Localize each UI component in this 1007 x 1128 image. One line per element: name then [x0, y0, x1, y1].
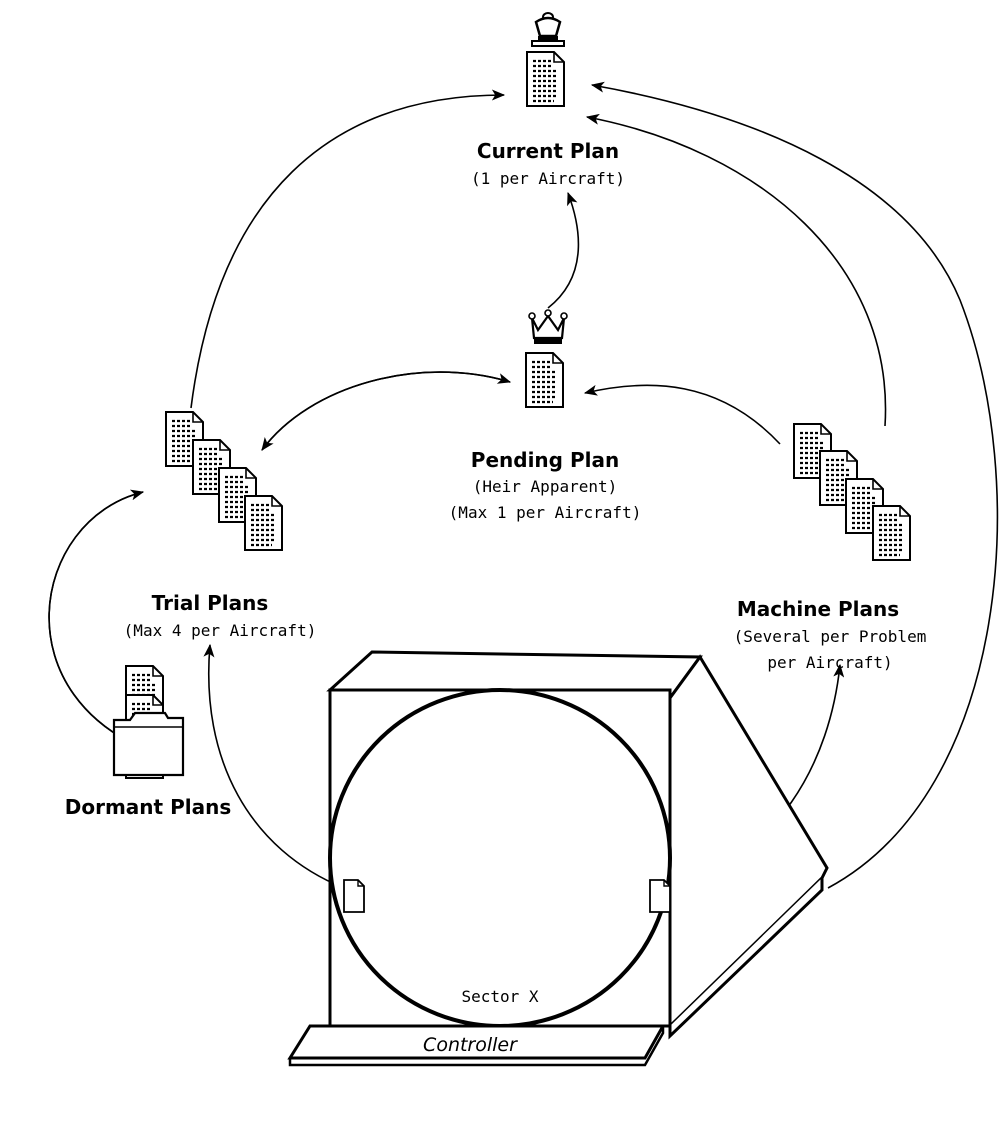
arrow-trial-to-pending: [262, 372, 510, 450]
sector-display-console: Sector X Controller: [290, 652, 827, 1065]
machine-plans-node: Machine Plans (Several per Problem per A…: [734, 424, 927, 672]
sector-label: Sector X: [461, 987, 538, 1006]
arrow-display-to-trial: [209, 645, 344, 888]
trial-plans-title: Trial Plans: [152, 591, 269, 615]
current-plan-document-icon: [527, 52, 564, 106]
arrow-pending-to-current: [548, 193, 578, 308]
radar-scope-circle: [330, 690, 670, 1026]
current-plan-node: Current Plan (1 per Aircraft): [471, 13, 625, 188]
pending-plan-document-icon: [526, 353, 563, 407]
trial-plan-document-icon: [245, 496, 282, 550]
king-crown-icon: [532, 13, 564, 46]
controller-label: Controller: [423, 1034, 518, 1056]
machine-plans-title: Machine Plans: [737, 597, 899, 621]
arrow-machine-to-current: [587, 117, 886, 426]
pending-plan-node: Pending Plan (Heir Apparent) (Max 1 per …: [449, 310, 642, 522]
dormant-plans-node: Dormant Plans: [65, 666, 231, 819]
folder-icon: [114, 713, 183, 775]
machine-plan-source-doc-icon: [650, 880, 670, 912]
dormant-plans-title: Dormant Plans: [65, 795, 231, 819]
trial-plans-node: Trial Plans (Max 4 per Aircraft): [124, 412, 317, 640]
current-plan-title: Current Plan: [477, 139, 619, 163]
machine-plans-subtitle-1: (Several per Problem: [734, 627, 927, 646]
queen-crown-icon: [529, 310, 567, 344]
machine-plan-document-icon: [873, 506, 910, 560]
pending-plan-title: Pending Plan: [471, 448, 619, 472]
pending-plan-subtitle-1: (Heir Apparent): [473, 477, 618, 496]
machine-plans-subtitle-2: per Aircraft): [767, 653, 892, 672]
pending-plan-subtitle-2: (Max 1 per Aircraft): [449, 503, 642, 522]
current-plan-subtitle: (1 per Aircraft): [471, 169, 625, 188]
arrow-trial-to-current: [191, 95, 504, 408]
trial-plan-source-doc-icon: [344, 880, 364, 912]
trial-plans-subtitle: (Max 4 per Aircraft): [124, 621, 317, 640]
arrow-machine-to-pending: [585, 385, 780, 444]
arrow-pending-to-trial: [262, 372, 510, 450]
